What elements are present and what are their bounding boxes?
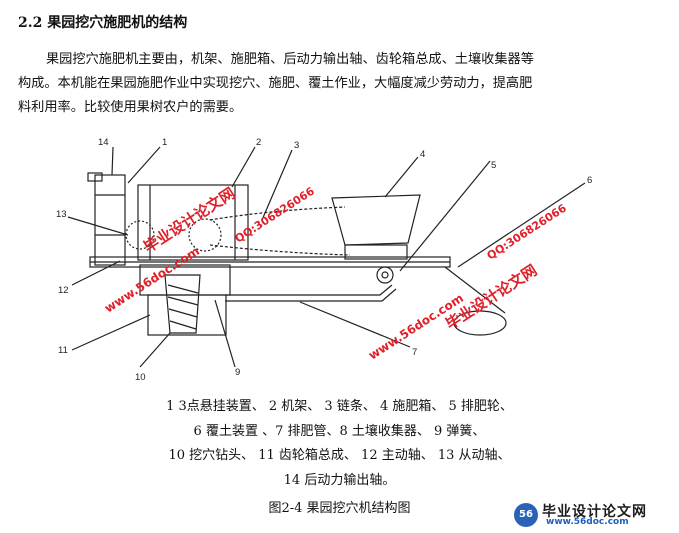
paragraph-line-2: 构成。本机能在果园施肥作业中实现挖穴、施肥、覆土作业，大幅度减少劳动力，提高肥 <box>18 76 533 91</box>
soil-collector <box>147 294 227 336</box>
callout-4: 4 <box>420 149 425 160</box>
callout-9: 9 <box>235 367 240 378</box>
callout-14: 14 <box>98 137 109 148</box>
figure-legend: 1 3点悬挂装置、 2 机架、 3 链条、 4 施肥箱、 5 排肥轮、 6 覆土… <box>0 395 679 493</box>
logo-icon: 56 <box>514 503 538 527</box>
metering-wheel <box>376 266 394 284</box>
covering-disc <box>453 310 507 336</box>
callout-3: 3 <box>294 140 299 151</box>
body-paragraph: 果园挖穴施肥机主要由，机架、施肥箱、后动力输出轴、齿轮箱总成、土壤收集器等 构成… <box>18 48 658 120</box>
covering-arm <box>444 266 506 314</box>
main-frame <box>137 184 249 261</box>
section-heading: 2.2 果园挖穴施肥机的结构 <box>18 15 188 31</box>
paragraph-line-1: 果园挖穴施肥机主要由，机架、施肥箱、后动力输出轴、齿轮箱总成、土壤收集器等 <box>46 52 534 67</box>
figure-caption: 图2-4 果园挖穴机结构图 <box>268 501 411 516</box>
paragraph-line-3: 料利用率。比较使用果树农户的需要。 <box>18 100 243 115</box>
watermark-site-1: 毕业设计论文网 <box>140 184 238 256</box>
driven-sprocket <box>125 220 155 250</box>
callout-10: 10 <box>135 372 146 383</box>
logo-title: 毕业设计论文网 <box>542 504 647 520</box>
hitch-frame <box>94 174 126 266</box>
callout-7: 7 <box>412 347 417 358</box>
legend-line-2: 6 覆土装置 、7 排肥管、8 土壤收集器、 9 弹簧、 <box>193 423 486 439</box>
callout-6: 6 <box>587 175 592 186</box>
callout-1: 1 <box>162 137 167 148</box>
callout-13: 13 <box>56 209 67 220</box>
legend-line-3: 10 挖穴钻头、 11 齿轮箱总成、 12 主动轴、 13 从动轴、 <box>168 448 511 463</box>
callout-2: 2 <box>256 137 261 148</box>
watermark-qq-2: QQ:306826066 <box>485 201 570 262</box>
legend-line-1: 1 3点悬挂装置、 2 机架、 3 链条、 4 施肥箱、 5 排肥轮、 <box>166 399 513 414</box>
auger-drill <box>164 274 201 334</box>
drive-sprocket <box>188 218 222 252</box>
machine-structure-diagram: 14 1 2 3 4 5 6 13 12 11 10 9 7 毕业设计论文网 Q… <box>56 137 592 383</box>
callout-11: 11 <box>58 345 68 356</box>
site-logo: 56 毕业设计论文网 www.56doc.com <box>514 501 669 529</box>
fertilizer-tube <box>225 284 393 296</box>
legend-line-4: 14 后动力输出轴。 <box>283 472 396 488</box>
callout-12: 12 <box>58 285 69 296</box>
fertilizer-hopper <box>331 194 421 246</box>
callout-5: 5 <box>491 160 496 171</box>
logo-url: www.56doc.com <box>546 517 629 527</box>
